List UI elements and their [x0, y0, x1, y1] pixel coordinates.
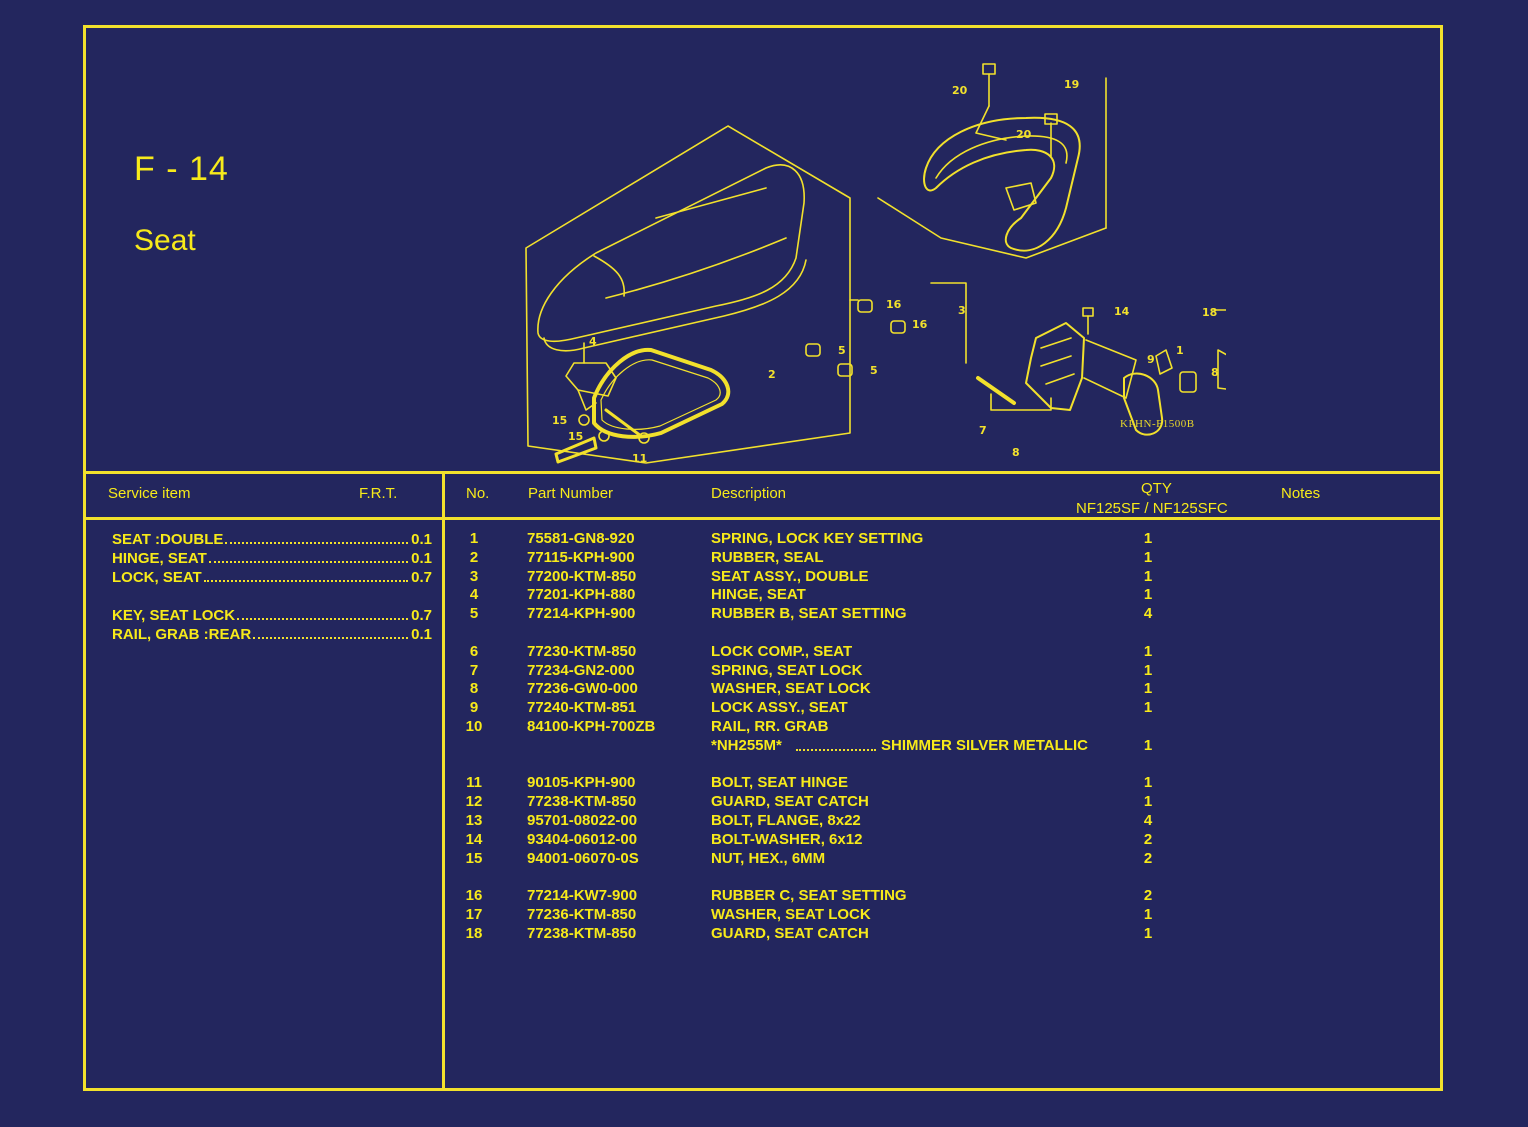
- divider-header: [86, 517, 1440, 520]
- seat-outline-box: [525, 125, 851, 464]
- rubber-seal-shape: [592, 347, 731, 439]
- hinge-bolt-shape: [604, 408, 643, 438]
- drawing-code: KPHN-F1500B: [1120, 418, 1195, 430]
- svg-text:5: 5: [870, 364, 878, 377]
- header-part-number: Part Number: [528, 485, 614, 502]
- svg-text:4: 4: [589, 335, 597, 348]
- svg-text:16: 16: [886, 298, 902, 311]
- header-service-item: Service item: [108, 485, 191, 502]
- page-frame: F - 14 Seat: [83, 25, 1443, 1091]
- svg-text:20: 20: [1016, 128, 1032, 141]
- svg-text:14: 14: [1114, 305, 1130, 318]
- lock-cylinder-shape: [1123, 372, 1164, 436]
- header-notes: Notes: [1281, 485, 1321, 502]
- svg-text:15: 15: [552, 414, 567, 427]
- seat-shape: [537, 164, 805, 343]
- svg-text:5: 5: [838, 344, 846, 357]
- page-title: Seat: [134, 224, 196, 257]
- svg-text:3: 3: [958, 304, 966, 317]
- divider-diagram: [86, 471, 1440, 474]
- svg-text:11: 11: [632, 452, 647, 465]
- exploded-diagram: 20 19 20 16 16 3 5 5 4 2 15 15 11 14 18 …: [525, 63, 1226, 465]
- svg-text:19: 19: [1064, 78, 1079, 91]
- lock-assembly-shape: [1025, 322, 1085, 411]
- header-description: Description: [711, 485, 787, 502]
- header-frt: F.R.T.: [359, 485, 398, 502]
- svg-text:16: 16: [912, 318, 928, 331]
- header-no: No.: [466, 485, 490, 502]
- svg-text:15: 15: [568, 430, 583, 443]
- svg-text:1: 1: [1176, 344, 1184, 357]
- svg-text:9: 9: [1147, 353, 1155, 366]
- hinge-shape: [565, 362, 617, 397]
- svg-text:2: 2: [768, 368, 776, 381]
- divider-column: [442, 474, 445, 1088]
- svg-text:7: 7: [979, 424, 987, 437]
- svg-text:8: 8: [1211, 366, 1219, 379]
- grab-rail-shape: [923, 116, 1081, 252]
- lock-spring-shape: [976, 376, 1016, 405]
- header-qty: QTY: [1141, 480, 1172, 497]
- svg-text:8: 8: [1012, 446, 1020, 459]
- svg-text:20: 20: [952, 84, 968, 97]
- page-code: F - 14: [134, 150, 229, 188]
- header-qty-models: NF125SF / NF125SFC: [1076, 500, 1228, 517]
- svg-text:18: 18: [1202, 306, 1217, 319]
